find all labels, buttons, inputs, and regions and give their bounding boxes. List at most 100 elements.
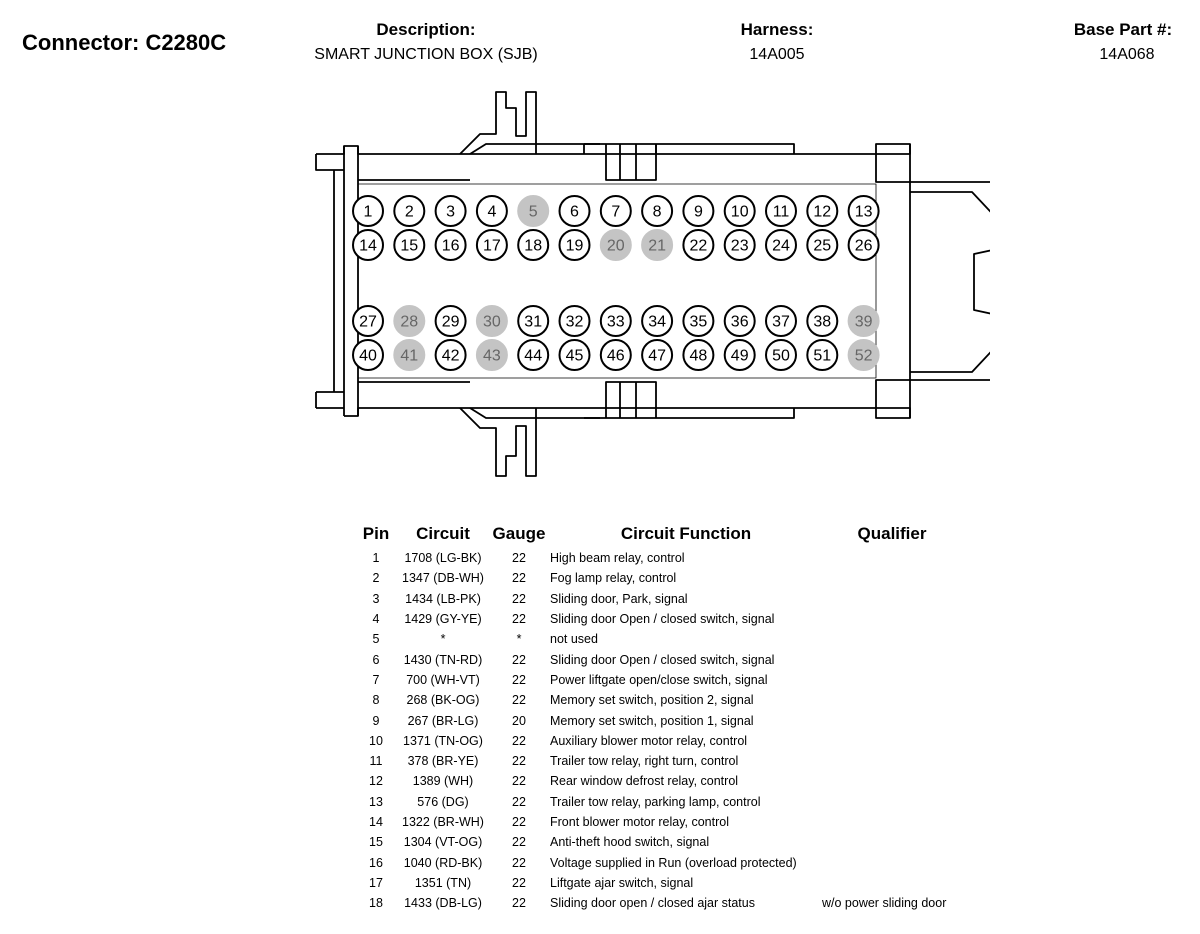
pin-41: 41 bbox=[393, 339, 426, 371]
pin-13: 13 bbox=[847, 195, 880, 227]
cell-qualifier bbox=[822, 792, 962, 812]
pin-circle bbox=[765, 305, 797, 337]
cell-pin: 12 bbox=[369, 774, 383, 789]
pin-circle bbox=[393, 195, 426, 227]
cell-gauge: 22 bbox=[512, 855, 526, 870]
pin-circle bbox=[517, 229, 550, 261]
cell-gauge: 22 bbox=[512, 835, 526, 850]
cell-qualifier bbox=[822, 812, 962, 832]
cell-pin: 16 bbox=[369, 855, 383, 870]
pin-24: 24 bbox=[765, 229, 797, 261]
pin-circle bbox=[517, 305, 550, 337]
pin-31: 31 bbox=[517, 305, 550, 337]
pin-circle bbox=[558, 339, 591, 371]
pin-circle bbox=[475, 195, 508, 227]
pin-number-label: 17 bbox=[483, 238, 501, 255]
pin-circle bbox=[393, 305, 426, 337]
pin-circle bbox=[847, 339, 880, 371]
pin-number-label: 1 bbox=[364, 204, 373, 221]
pin-number-label: 48 bbox=[690, 348, 708, 365]
pin-28: 28 bbox=[393, 305, 426, 337]
pin-circle bbox=[806, 339, 839, 371]
pin-40: 40 bbox=[352, 339, 384, 371]
pin-5: 5 bbox=[517, 195, 550, 227]
pin-number-label: 4 bbox=[487, 204, 496, 221]
cell-function: Sliding door, Park, signal bbox=[550, 591, 688, 606]
table-row: 5**not used bbox=[358, 629, 962, 649]
pin-number-label: 16 bbox=[442, 238, 460, 255]
cell-circuit: 1708 (LG-BK) bbox=[404, 551, 482, 566]
header-function: Circuit Function bbox=[620, 524, 752, 543]
cell-qualifier bbox=[822, 548, 962, 568]
pin-33: 33 bbox=[599, 305, 632, 337]
pin-number-label: 39 bbox=[855, 314, 873, 331]
pin-circle bbox=[765, 195, 797, 227]
cell-pin: 14 bbox=[369, 815, 383, 829]
cell-circuit: 1371 (TN-OG) bbox=[403, 733, 483, 748]
pin-number-label: 43 bbox=[483, 348, 501, 365]
pin-9: 9 bbox=[682, 195, 715, 227]
pin-number-label: 44 bbox=[524, 348, 542, 365]
pin-4: 4 bbox=[475, 195, 508, 227]
cell-pin: 10 bbox=[369, 733, 383, 748]
pin-number-label: 25 bbox=[813, 238, 831, 255]
cell-gauge: 20 bbox=[512, 713, 526, 728]
pin-number-label: 41 bbox=[400, 348, 418, 365]
pin-52: 52 bbox=[847, 339, 880, 371]
cell-pin: 13 bbox=[369, 794, 383, 809]
pin-50: 50 bbox=[765, 339, 797, 371]
description-value: SMART JUNCTION BOX (SJB) bbox=[314, 46, 538, 63]
cell-circuit: 1040 (RD-BK) bbox=[403, 855, 483, 870]
pin-circle bbox=[475, 339, 508, 371]
pin-number-label: 34 bbox=[648, 314, 666, 331]
pin-3: 3 bbox=[434, 195, 467, 227]
pin-14: 14 bbox=[352, 229, 384, 261]
pin-12: 12 bbox=[806, 195, 839, 227]
pin-number-label: 49 bbox=[731, 348, 749, 365]
pin-51: 51 bbox=[806, 339, 839, 371]
cell-pin: 2 bbox=[372, 571, 380, 586]
cell-function: Trailer tow relay, parking lamp, control bbox=[550, 794, 761, 809]
harness-label: Harness: bbox=[740, 20, 814, 39]
cell-qualifier bbox=[822, 629, 962, 649]
pin-number-label: 18 bbox=[524, 238, 542, 255]
pin-49: 49 bbox=[723, 339, 756, 371]
pin-circle bbox=[352, 305, 384, 337]
cell-circuit: 1433 (DB-LG) bbox=[404, 896, 482, 911]
pin-circle bbox=[682, 339, 715, 371]
cell-qualifier bbox=[822, 649, 962, 669]
pin-22: 22 bbox=[682, 229, 715, 261]
pin-47: 47 bbox=[641, 339, 674, 371]
pin-11: 11 bbox=[765, 195, 797, 227]
pin-circle bbox=[558, 195, 591, 227]
cell-circuit: 1322 (BR-WH) bbox=[402, 815, 484, 829]
cell-qualifier bbox=[822, 832, 962, 852]
pin-15: 15 bbox=[393, 229, 426, 261]
pin-circle bbox=[434, 229, 467, 261]
pin-number-label: 52 bbox=[855, 348, 873, 365]
cell-function: not used bbox=[550, 632, 598, 647]
harness-value: 14A005 bbox=[749, 46, 805, 63]
cell-pin: 18 bbox=[369, 896, 383, 911]
pin-circle bbox=[475, 229, 508, 261]
cell-circuit: 1304 (VT-OG) bbox=[403, 835, 483, 850]
cell-pin: 4 bbox=[372, 612, 380, 627]
cell-pin: 8 bbox=[372, 693, 380, 708]
pin-circle bbox=[682, 229, 715, 261]
pin-44: 44 bbox=[517, 339, 550, 371]
pin-table: Pin Circuit Gauge Circuit Function Quali… bbox=[358, 524, 962, 913]
pin-circle bbox=[806, 195, 839, 227]
pin-number-label: 36 bbox=[731, 314, 749, 331]
pin-8: 8 bbox=[641, 195, 674, 227]
cell-gauge: 22 bbox=[512, 693, 526, 708]
cell-qualifier bbox=[822, 771, 962, 791]
cell-gauge: 22 bbox=[512, 551, 526, 566]
pin-circle bbox=[352, 195, 384, 227]
